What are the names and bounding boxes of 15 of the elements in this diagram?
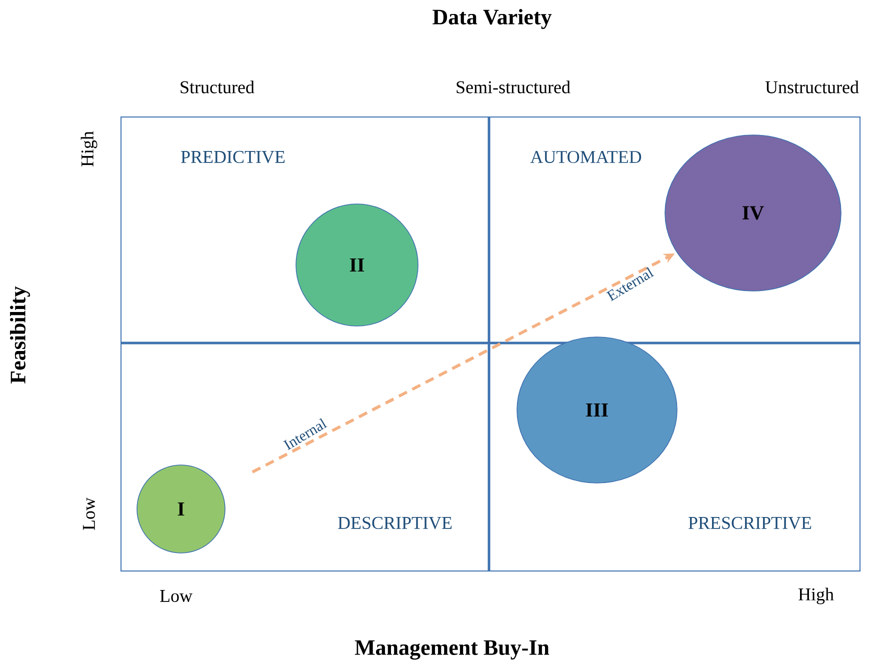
axis-title: Feasibility — [10, 286, 30, 384]
bubble: IV — [664, 134, 842, 292]
bubble: III — [516, 336, 678, 484]
axis-title: Management Buy-In — [354, 640, 550, 660]
bubble: I — [136, 464, 226, 554]
axis-category: Structured — [180, 80, 254, 94]
axis-category: Semi-structured — [456, 80, 570, 94]
axis-tick-label: High — [798, 588, 834, 604]
quadrant-label: DESCRIPTIVE — [338, 516, 452, 530]
quadrant-label: AUTOMATED — [530, 150, 642, 164]
chart-title: Data Variety — [432, 9, 552, 30]
axis-tick-label: Low — [160, 590, 192, 602]
bubble: II — [296, 204, 418, 326]
axis-tick-label: Low — [83, 498, 95, 530]
axis-tick-label: High — [80, 131, 98, 166]
